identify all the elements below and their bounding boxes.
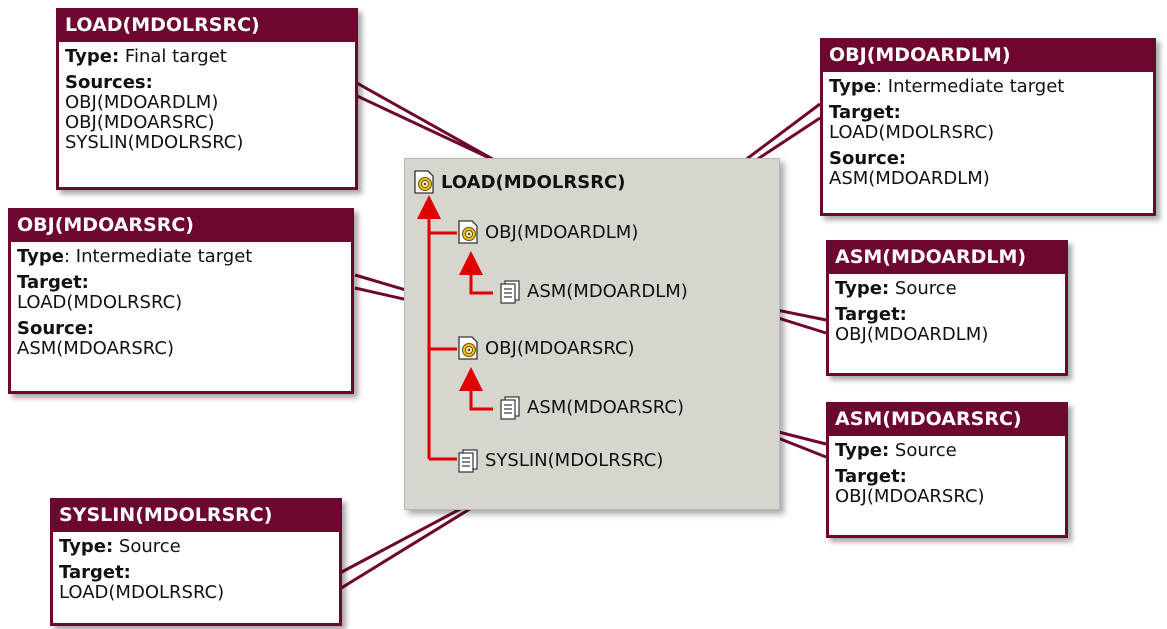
sources-label: Sources: <box>65 72 153 93</box>
tree-node-obj-mdoardlm-label: OBJ(MDOARDLM) <box>485 221 639 243</box>
callout-syslin-title: SYSLIN(MDOLRSRC) <box>53 501 339 532</box>
callout-obj-mdoarsrc: OBJ(MDOARSRC) Type: Intermediate target … <box>8 208 354 394</box>
callout-asm-mdoarsrc: ASM(MDOARSRC) Type: Source Target:OBJ(MD… <box>826 402 1068 538</box>
callout-load-title: LOAD(MDOLRSRC) <box>59 11 355 42</box>
target-file-icon <box>458 220 478 244</box>
target-value: OBJ(MDOARDLM) <box>835 324 989 345</box>
target-value: LOAD(MDOLRSRC) <box>17 292 183 313</box>
callout-obj-mdoarsrc-body: Type: Intermediate target Target:LOAD(MD… <box>11 242 351 365</box>
tree-node-obj-mdoardlm[interactable]: OBJ(MDOARDLM) <box>455 219 638 245</box>
tree-node-asm-mdoarsrc[interactable]: ASM(MDOARSRC) <box>497 394 684 420</box>
callout-asm-mdoarsrc-title: ASM(MDOARSRC) <box>829 405 1065 436</box>
source-item: OBJ(MDOARDLM) <box>65 92 219 113</box>
type-label: Type <box>17 246 64 267</box>
callout-asm-mdoarsrc-body: Type: Source Target:OBJ(MDOARSRC) <box>829 436 1065 513</box>
callout-obj-mdoardlm: OBJ(MDOARDLM) Type: Intermediate target … <box>820 38 1156 216</box>
target-file-icon <box>458 336 478 360</box>
tree-node-obj-mdoarsrc[interactable]: OBJ(MDOARSRC) <box>455 335 635 361</box>
source-value: ASM(MDOARDLM) <box>829 168 990 189</box>
target-value: LOAD(MDOLRSRC) <box>829 122 995 143</box>
source-value: ASM(MDOARSRC) <box>17 338 174 359</box>
source-file-icon <box>500 280 520 304</box>
tree-node-load[interactable]: LOAD(MDOLRSRC) <box>411 169 626 195</box>
source-label: Source: <box>17 318 95 339</box>
tree-arrows <box>417 195 493 461</box>
tree-node-load-label: LOAD(MDOLRSRC) <box>441 171 626 193</box>
source-file-icon <box>500 396 520 420</box>
type-label: Type: <box>65 46 120 67</box>
tree-node-asm-mdoardlm[interactable]: ASM(MDOARDLM) <box>497 278 688 304</box>
connector-load <box>354 80 499 164</box>
target-value: OBJ(MDOARSRC) <box>835 486 985 507</box>
source-file-icon <box>458 449 478 473</box>
type-value: Source <box>113 536 181 557</box>
source-item: SYSLIN(MDOLRSRC) <box>65 132 244 153</box>
callout-obj-mdoardlm-body: Type: Intermediate target Target:LOAD(MD… <box>823 72 1153 195</box>
type-label: Type: <box>835 278 890 299</box>
type-label: Type <box>829 76 876 97</box>
callout-syslin-body: Type: Source Target:LOAD(MDOLRSRC) <box>53 532 339 609</box>
target-file-icon <box>414 170 434 194</box>
build-map-panel: LOAD(MDOLRSRC) OBJ(MDOARDLM) ASM(MDOARDL… <box>404 158 780 510</box>
type-value: Source <box>889 440 957 461</box>
callout-load: LOAD(MDOLRSRC) Type: Final target Source… <box>56 8 358 190</box>
callout-obj-mdoarsrc-title: OBJ(MDOARSRC) <box>11 211 351 242</box>
type-label: Type: <box>835 440 890 461</box>
tree-node-asm-mdoardlm-label: ASM(MDOARDLM) <box>527 280 688 302</box>
callout-asm-mdoardlm-title: ASM(MDOARDLM) <box>829 243 1065 274</box>
type-value: : Intermediate target <box>875 76 1065 97</box>
tree-node-syslin-mdolrsrc[interactable]: SYSLIN(MDOLRSRC) <box>455 447 663 473</box>
callout-asm-mdoardlm: ASM(MDOARDLM) Type: Source Target:OBJ(MD… <box>826 240 1068 376</box>
callout-asm-mdoardlm-body: Type: Source Target:OBJ(MDOARDLM) <box>829 274 1065 351</box>
type-value: Final target <box>119 46 227 67</box>
target-label: Target: <box>835 304 907 325</box>
target-value: LOAD(MDOLRSRC) <box>59 582 225 603</box>
callout-load-body: Type: Final target Sources: OBJ(MDOARDLM… <box>59 42 355 159</box>
callout-obj-mdoardlm-title: OBJ(MDOARDLM) <box>823 41 1153 72</box>
tree-node-obj-mdoarsrc-label: OBJ(MDOARSRC) <box>485 337 635 359</box>
callout-syslin: SYSLIN(MDOLRSRC) Type: Source Target:LOA… <box>50 498 342 626</box>
tree-node-asm-mdoarsrc-label: ASM(MDOARSRC) <box>527 396 684 418</box>
source-item: OBJ(MDOARSRC) <box>65 112 215 133</box>
type-value: : Intermediate target <box>63 246 253 267</box>
source-label: Source: <box>829 148 907 169</box>
target-label: Target: <box>835 466 907 487</box>
target-label: Target: <box>17 272 89 293</box>
target-label: Target: <box>59 562 131 583</box>
tree-node-syslin-mdolrsrc-label: SYSLIN(MDOLRSRC) <box>485 449 664 471</box>
type-value: Source <box>889 278 957 299</box>
target-label: Target: <box>829 102 901 123</box>
type-label: Type: <box>59 536 114 557</box>
